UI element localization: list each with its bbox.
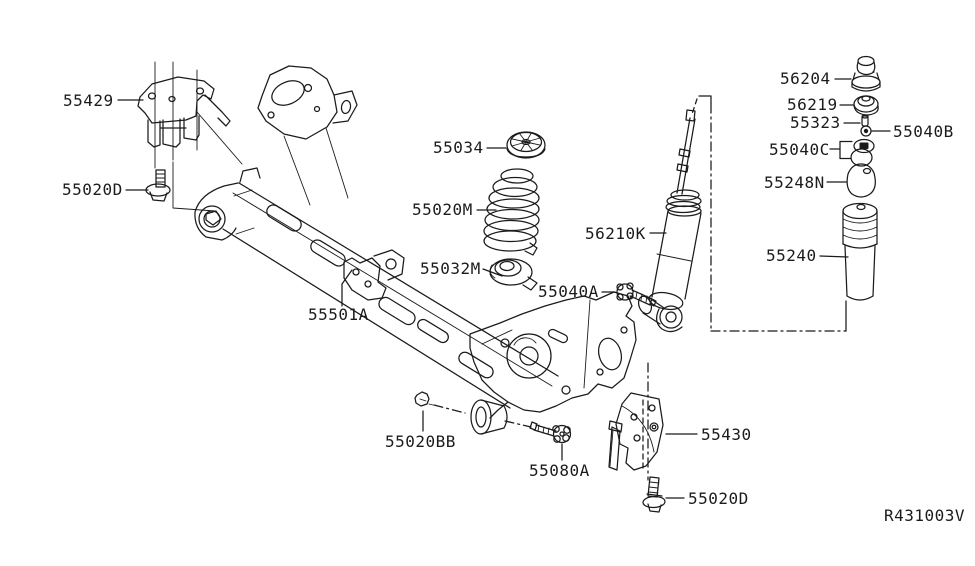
part-callouts: 55429 55020D 55034 55020M 55032M 55501A … xyxy=(62,69,965,525)
part-label-55240: 55240 xyxy=(766,246,817,265)
part-label-55430: 55430 xyxy=(701,425,752,444)
part-label-55040a: 55040A xyxy=(538,282,599,301)
part-label-55501a: 55501A xyxy=(308,305,369,324)
bolt-55020d-bottom-drawing xyxy=(642,476,666,513)
part-label-55040c: 55040C xyxy=(769,140,830,159)
part-label-55020bb: 55020BB xyxy=(385,432,456,451)
part-label-55080a: 55080A xyxy=(529,461,590,480)
part-label-55248n: 55248N xyxy=(764,173,825,192)
part-label-55323: 55323 xyxy=(790,113,841,132)
spindle-assembly-drawing xyxy=(469,291,637,435)
bushing-pair-55040c-drawing xyxy=(850,138,875,167)
dust-boot-55240-drawing xyxy=(842,202,878,301)
bolt-55040a-drawing xyxy=(616,282,657,307)
bump-stopper-55248n-drawing xyxy=(846,163,876,198)
figure-reference-code: R431003V xyxy=(884,506,965,525)
part-label-56204: 56204 xyxy=(780,69,831,88)
part-label-55034: 55034 xyxy=(433,138,484,157)
part-label-55020d-bottom: 55020D xyxy=(688,489,749,508)
part-label-56219: 56219 xyxy=(787,95,838,114)
bolt-55020bb-drawing xyxy=(414,391,466,432)
bracket-55430-drawing xyxy=(608,362,664,481)
part-label-56210k: 56210K xyxy=(585,224,646,243)
upper-spring-seat-55034-drawing xyxy=(506,131,546,159)
part-label-55040b: 55040B xyxy=(893,122,954,141)
bolt-55020d-left-drawing xyxy=(145,169,171,202)
bolt-55080a-drawing xyxy=(504,420,572,461)
part-label-55032m: 55032M xyxy=(420,259,481,278)
mount-bushing-56219-drawing xyxy=(853,95,879,116)
part-label-55020m: 55020M xyxy=(412,200,473,219)
bump-stop-cap-56204-drawing xyxy=(851,55,881,92)
upper-bracket-55429-drawing xyxy=(137,61,243,212)
assembly-axis-lines xyxy=(698,95,847,332)
pin-55323-drawing xyxy=(861,114,869,127)
part-label-55429: 55429 xyxy=(63,91,114,110)
part-label-55020d-left: 55020D xyxy=(62,180,123,199)
axle-beam-55501a-drawing xyxy=(194,65,559,409)
leader-lines xyxy=(117,78,891,499)
coil-spring-55020m-drawing xyxy=(483,168,540,256)
washer-55040b-drawing xyxy=(860,125,872,137)
